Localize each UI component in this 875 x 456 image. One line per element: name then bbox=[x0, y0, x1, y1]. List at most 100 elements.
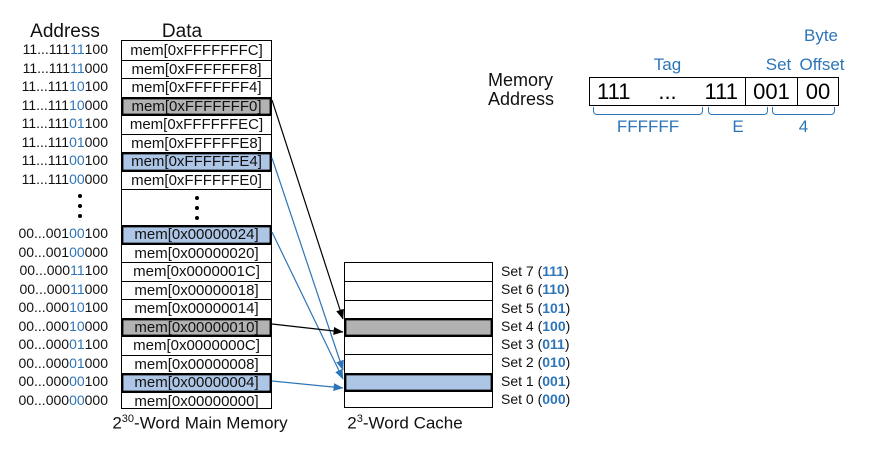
low-hex-value: 4 bbox=[798, 117, 809, 136]
caption-base: 2 bbox=[112, 413, 122, 433]
address-bits: ) bbox=[564, 263, 569, 280]
address-set-bits: 11 bbox=[70, 280, 85, 297]
address-bits: Set 2 ( bbox=[501, 354, 543, 371]
memory-data-cell: mem[0xFFFFFFF4] bbox=[122, 78, 271, 97]
cache-set-label: Set 1 (001) bbox=[501, 372, 621, 390]
ellipsis-dot bbox=[194, 195, 199, 200]
address-set-bits: 00 bbox=[69, 152, 85, 169]
address-bits: 00...000 bbox=[18, 317, 70, 334]
address-set-bits: 00 bbox=[69, 243, 85, 260]
address-bits: 100 bbox=[84, 78, 108, 95]
address-set-bits: 10 bbox=[69, 299, 85, 316]
vertical-ellipsis bbox=[194, 195, 199, 220]
cache-set-label: Set 7 (111) bbox=[501, 262, 621, 280]
memory-data-cell: mem[0x0000000C] bbox=[122, 336, 271, 355]
memory-data-cell: mem[0x00000014] bbox=[122, 299, 271, 318]
memory-data-cell: mem[0xFFFFFFE0] bbox=[122, 170, 271, 190]
memory-address-field-box: 111 ... 111 001 00 bbox=[589, 77, 839, 106]
address-bits: 000 bbox=[84, 96, 108, 113]
address-bits: 11...111 bbox=[21, 133, 70, 150]
mid-hex-brace bbox=[708, 107, 768, 115]
address-bits: ) bbox=[565, 299, 571, 316]
address-set-bits: 11 bbox=[70, 262, 85, 279]
memory-data-cell: mem[0x0000001C] bbox=[122, 262, 271, 281]
main-memory-table: mem[0xFFFFFFFC]mem[0xFFFFFFF8]mem[0xFFFF… bbox=[121, 40, 272, 411]
memory-data-cell: mem[0x00000018] bbox=[122, 280, 271, 300]
cache-caption: 23-Word Cache bbox=[330, 413, 480, 434]
address-bits: 11...111 bbox=[21, 96, 70, 113]
memory-data-cell: mem[0x00000000] bbox=[122, 391, 271, 411]
address-bits: ) bbox=[565, 390, 571, 407]
memory-ellipsis-row bbox=[122, 189, 271, 225]
main-memory-caption: 230-Word Main Memory bbox=[95, 413, 305, 434]
address-set-bits: 00 bbox=[69, 225, 85, 242]
cache-set-row bbox=[345, 354, 492, 372]
tag-label: Tag bbox=[653, 55, 682, 74]
address-set-bits: 011 bbox=[542, 336, 565, 353]
address-bits: 00...001 bbox=[18, 225, 70, 242]
tag-field-value: 111 ... 111 bbox=[590, 78, 746, 105]
memory-address-label: Memory Address bbox=[488, 71, 554, 108]
offset-label: Offset bbox=[799, 55, 845, 74]
cache-table bbox=[344, 262, 493, 408]
address-bits: 00...000 bbox=[19, 280, 71, 297]
memory-address-label-line2: Address bbox=[488, 88, 555, 109]
address-set-bits: 11 bbox=[70, 41, 85, 58]
cache-set-label: Set 2 (010) bbox=[501, 353, 621, 371]
address-bits: ) bbox=[565, 372, 571, 389]
low-hex-brace bbox=[772, 107, 835, 115]
set-label: Set bbox=[765, 55, 792, 74]
ellipsis-dot bbox=[194, 205, 199, 210]
address-ellipsis-row bbox=[0, 188, 112, 224]
tag-ellipsis: ... bbox=[658, 79, 677, 104]
memory-data-cell: mem[0xFFFFFFE4] bbox=[122, 152, 271, 171]
address-bits: Set 7 ( bbox=[501, 263, 543, 280]
address-bits: 11...111 bbox=[21, 115, 70, 132]
address-bits: 00...000 bbox=[19, 262, 71, 279]
mapping-arrow bbox=[271, 323, 344, 335]
address-bits: 000 bbox=[84, 243, 108, 260]
memory-data-cell: mem[0xFFFFFFF8] bbox=[122, 59, 271, 79]
ellipsis-dot bbox=[78, 204, 82, 208]
set-field-value: 001 bbox=[746, 78, 798, 105]
address-set-bits: 01 bbox=[69, 115, 85, 132]
cache-set-label: Set 6 (110) bbox=[501, 280, 621, 298]
address-bits: 00...000 bbox=[18, 373, 70, 390]
address-set-bits: 100 bbox=[542, 317, 566, 334]
address-bits: 000 bbox=[84, 317, 108, 334]
address-bits: Set 3 ( bbox=[501, 336, 543, 353]
address-bits: 00...000 bbox=[18, 391, 70, 408]
address-column-header: Address bbox=[30, 21, 100, 42]
tag-hex-brace bbox=[593, 107, 703, 115]
address-set-bits: 10 bbox=[69, 96, 85, 113]
address-bits: 000 bbox=[84, 280, 108, 297]
cache-set-labels: Set 7 (111)Set 6 (110)Set 5 (101)Set 4 (… bbox=[501, 262, 621, 408]
address-set-bits: 01 bbox=[69, 354, 85, 371]
caption-exponent: 30 bbox=[121, 413, 135, 425]
address-set-bits: 101 bbox=[542, 299, 566, 316]
address-bits: ) bbox=[565, 354, 571, 371]
address-set-bits: 111 bbox=[542, 263, 565, 280]
address-set-bits: 00 bbox=[69, 170, 85, 187]
address-bits: 100 bbox=[84, 262, 108, 279]
caption-base: 2 bbox=[347, 413, 357, 433]
caption-text: -Word Main Memory bbox=[134, 413, 288, 433]
address-bits: 100 bbox=[84, 373, 108, 390]
address-set-bits: 01 bbox=[69, 336, 85, 353]
address-bits: 100 bbox=[84, 299, 108, 316]
address-bits: 100 bbox=[84, 115, 108, 132]
cache-set-label: Set 5 (101) bbox=[501, 299, 621, 317]
address-bits: Set 6 ( bbox=[501, 281, 543, 298]
address-bits: 000 bbox=[84, 133, 108, 150]
